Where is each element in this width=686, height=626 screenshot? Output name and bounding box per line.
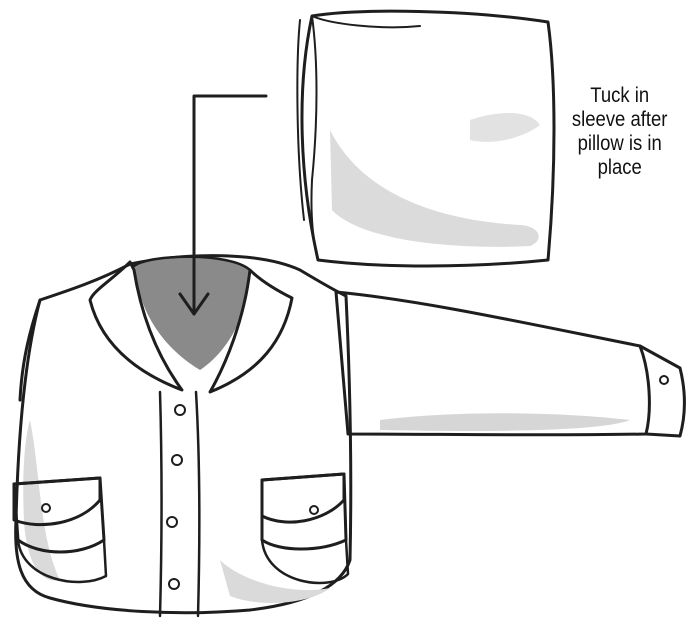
shirt-drawing <box>14 256 685 616</box>
caption-line-4: place <box>566 156 673 180</box>
shirt-buttons <box>167 405 185 589</box>
pillow-drawing <box>297 11 554 266</box>
caption-line-1: Tuck in <box>566 84 673 108</box>
caption-line-3: pillow is in <box>566 132 673 156</box>
caption-line-2: sleeve after <box>566 108 673 132</box>
instruction-caption: Tuck in sleeve after pillow is in place <box>566 84 673 180</box>
